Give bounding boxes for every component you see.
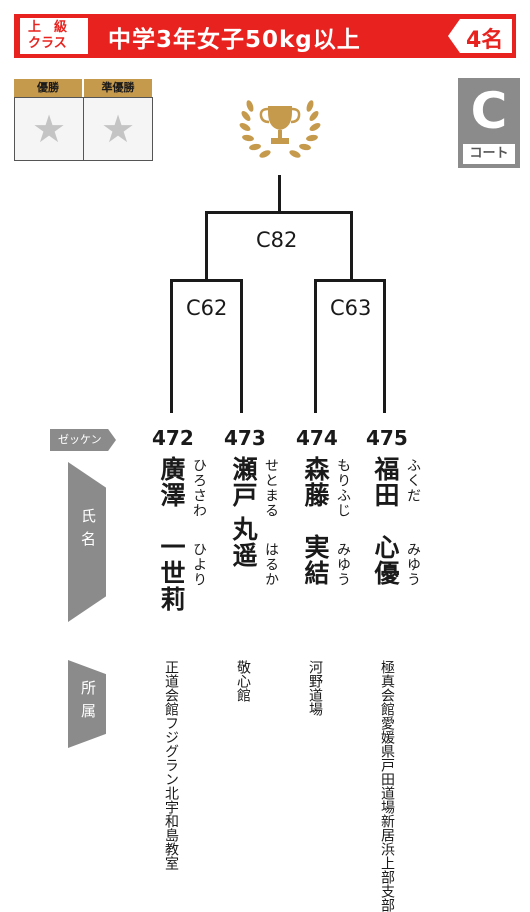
player-given-name: 実結	[301, 534, 330, 586]
affiliation-label: 所属	[79, 680, 97, 726]
bracket-line	[170, 279, 173, 413]
bracket-line	[350, 211, 353, 281]
class-line2: クラス	[28, 36, 67, 51]
count-badge	[448, 19, 512, 53]
court-letter: C	[470, 82, 508, 140]
champion-star-icon: ★	[14, 97, 84, 161]
affiliation-label-tag	[68, 660, 106, 748]
player-given-name: 丸遥	[229, 516, 258, 568]
player-family-kana: ふくだ	[405, 458, 421, 503]
player-given-name: 一世莉	[157, 534, 186, 612]
trophy-laurel-icon	[239, 100, 321, 158]
player-affiliation: 正道会館フジグラン北宇和島教室	[163, 660, 179, 870]
header-bar	[14, 14, 516, 58]
runner-up-star-icon: ★	[83, 97, 153, 161]
bracket-line	[240, 279, 243, 413]
name-label: 氏名	[79, 508, 97, 554]
bracket-line	[205, 211, 353, 214]
match-semi-left-label: C62	[186, 296, 228, 320]
player-affiliation: 敬心館	[235, 660, 251, 702]
bracket-line	[170, 279, 243, 282]
participant-count: 4名	[466, 28, 504, 53]
bracket-line	[314, 279, 317, 413]
zekken-label: ゼッケン	[50, 429, 116, 451]
player-given-kana: ひより	[191, 542, 207, 587]
player-given-kana: はるか	[263, 542, 279, 587]
player-given-kana: みゆう	[405, 542, 421, 587]
champion-header: 優勝	[14, 79, 82, 97]
bracket-line	[278, 175, 281, 212]
bracket-line	[205, 211, 208, 281]
match-final-label: C82	[256, 228, 298, 252]
player-number: 475	[366, 426, 408, 450]
player-affiliation: 河野道場	[307, 660, 323, 716]
player-given-kana: みゆう	[335, 542, 351, 587]
player-family-name: 廣澤	[157, 456, 186, 508]
player-affiliation: 極真会館愛媛県戸田道場新居浜上部支部	[379, 660, 395, 912]
class-badge: 上 級 クラス	[20, 18, 88, 54]
bracket-line	[314, 279, 386, 282]
player-family-kana: せとまる	[263, 458, 279, 518]
class-line1: 上 級	[28, 20, 68, 35]
court-label: コート	[463, 144, 515, 164]
match-semi-right-label: C63	[330, 296, 372, 320]
player-number: 474	[296, 426, 338, 450]
name-label-tag	[68, 462, 106, 622]
player-number: 472	[152, 426, 194, 450]
player-family-kana: ひろさわ	[191, 458, 207, 518]
player-family-name: 森藤	[301, 456, 330, 508]
player-family-name: 瀬戸	[229, 456, 258, 508]
bracket-line	[383, 279, 386, 413]
player-number: 473	[224, 426, 266, 450]
division-title: 中学3年女子50kg以上	[108, 27, 361, 53]
player-family-name: 福田	[371, 456, 400, 508]
player-given-name: 心優	[371, 534, 400, 586]
player-family-kana: もりふじ	[335, 458, 351, 518]
runner-up-header: 準優勝	[84, 79, 152, 97]
